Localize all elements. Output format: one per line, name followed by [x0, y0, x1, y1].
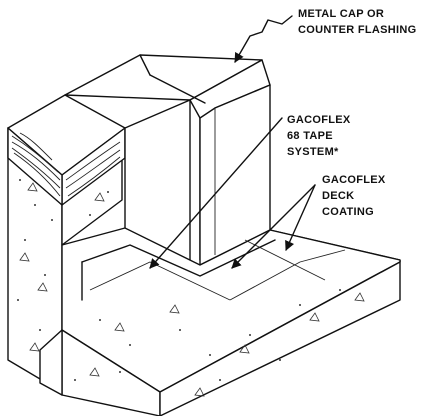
metal-cap-label-line2: COUNTER FLASHING	[298, 24, 416, 36]
concrete-texture	[17, 179, 365, 397]
labels: METAL CAP OR COUNTER FLASHING GACOFLEX 6…	[287, 8, 416, 218]
deck-coating-label-line2: DECK	[322, 190, 354, 202]
deck-coating-label-line1: GACOFLEX	[322, 174, 386, 186]
wood-nailer	[7, 94, 126, 206]
tape-system-label-line3: SYSTEM*	[287, 146, 339, 158]
concrete-slab	[39, 261, 401, 416]
metal-cap-label-line1: METAL CAP OR	[298, 8, 384, 20]
parapet-vertical-face	[199, 84, 271, 266]
leader-lines	[149, 15, 316, 269]
deck-coating-label-line3: COATING	[322, 206, 374, 218]
tape-system-label-line1: GACOFLEX	[287, 114, 351, 126]
tape-system-label-line2: 68 TAPE	[287, 130, 333, 142]
